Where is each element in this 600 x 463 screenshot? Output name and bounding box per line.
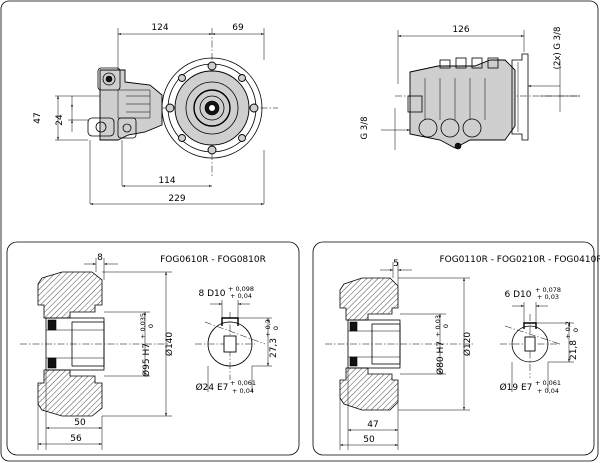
key-width-8d10: 8 D10: [199, 289, 226, 299]
key-width-tol-hi-r: + 0,078: [535, 286, 561, 294]
dim-od-140: Ø140: [164, 332, 175, 357]
bore-tol-hi-r: + 0,03: [434, 315, 442, 337]
dim-5: 5: [393, 259, 399, 269]
dim-50: 50: [74, 418, 86, 428]
key-shaft-tol-hi-r: + 0,061: [535, 379, 561, 387]
panel-left-key-detail: 8 D10 + 0,098 + 0,04 27,3 + 0,2 0 Ø24 E7…: [195, 285, 280, 395]
dim-47: 47: [33, 112, 43, 123]
dim-bore-95: Ø95 H7: [141, 343, 152, 377]
key-height-273: 27,3: [269, 338, 279, 358]
key-shaft-24e7: Ø24 E7: [196, 382, 229, 393]
dim-56: 56: [70, 434, 82, 444]
dim-124: 124: [151, 23, 168, 33]
bore-tol-lo-r: 0: [442, 324, 450, 328]
label-outlet-2x-g38: (2x) G 3/8: [553, 27, 563, 70]
dim-8: 8: [97, 253, 103, 263]
dim-bore-80: Ø80 H7: [435, 341, 446, 375]
dim-229: 229: [168, 194, 185, 204]
panel-left-section: 8 Ø95 H7 + 0,035 0 Ø140 50 56: [20, 253, 175, 450]
key-height-tol-hi-r: + 0,2: [564, 321, 572, 339]
dim-47-r: 47: [367, 420, 378, 430]
top-view-front: 124 69 114 229 47 24: [33, 23, 278, 205]
key-width-tol-lo-r: + 0,03: [537, 293, 559, 301]
key-width-tol-hi: + 0,098: [228, 285, 254, 293]
panel-right-frame: [312, 241, 595, 456]
dim-126: 126: [452, 25, 469, 35]
dim-od-120: Ø120: [462, 332, 473, 357]
key-width-6d10: 6 D10: [505, 290, 532, 300]
panel-left-frame: [6, 241, 300, 456]
key-shaft-tol-lo-r: + 0,04: [537, 387, 559, 395]
side-view: 126 G 3/8 (2x) G 3/8: [360, 25, 580, 150]
key-height-tol-hi: + 0,2: [264, 319, 272, 337]
panel-right-key-detail: 6 D10 + 0,078 + 0,03 21,8 + 0,2 0 Ø19 E7…: [500, 286, 580, 395]
key-width-tol-lo: + 0,04: [230, 292, 252, 300]
dim-114: 114: [158, 176, 175, 186]
dim-50-r: 50: [363, 435, 375, 445]
panel-left-title: FOG0610R - FOG0810R: [160, 255, 266, 265]
panel-right-section: 5 Ø80 H7 + 0,03 0 Ø120 47 50: [325, 259, 475, 450]
key-height-tol-lo: 0: [272, 326, 280, 330]
dim-69: 69: [232, 23, 244, 33]
key-height-tol-lo-r: 0: [572, 328, 580, 332]
key-height-218: 21,8: [569, 340, 579, 360]
dim-24: 24: [55, 114, 65, 126]
panel-right-title: FOG0110R - FOG0210R - FOG0410R: [439, 255, 600, 265]
key-shaft-tol-lo: + 0,04: [232, 387, 254, 395]
key-shaft-tol-hi: + 0,061: [230, 379, 256, 387]
bore-tol-hi: + 0,035: [139, 313, 147, 339]
label-inlet-g38: G 3/8: [360, 117, 370, 140]
bore-tol-lo: 0: [147, 324, 155, 328]
key-shaft-19e7: Ø19 E7: [500, 382, 533, 393]
